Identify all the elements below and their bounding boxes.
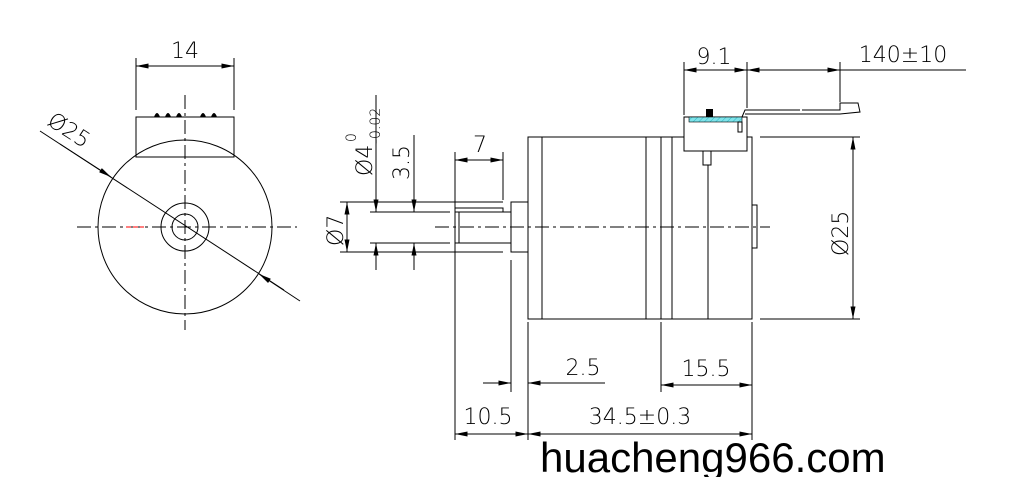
rear-dimension-text: 15.5 — [682, 357, 731, 382]
front-view: 14 Ø25 — [39, 39, 301, 330]
watermark: huacheng966.com — [540, 434, 886, 477]
rear-housing — [671, 136, 753, 320]
lead-wire — [741, 102, 861, 118]
flat-dimension-text: 3.5 — [390, 145, 415, 180]
shaft — [454, 207, 511, 244]
connector-dimension-text: 9.1 — [697, 45, 732, 70]
collar-dimension-text: 2.5 — [566, 356, 601, 381]
connector-housing — [683, 116, 748, 152]
shaft-length-text: 10.5 — [464, 405, 513, 430]
diameter-arrow — [59, 143, 112, 178]
shaft-diameter-text: Ø7 — [324, 215, 349, 246]
connector-pins — [154, 113, 217, 117]
shaft-tolerance-label: Ø4 0 -0.02 — [344, 108, 384, 176]
lead-length-text: 140±10 — [859, 43, 947, 68]
body-length-text: 34.5±0.3 — [589, 405, 691, 430]
motor-body — [527, 136, 673, 320]
connector-latch — [706, 109, 713, 117]
connector-post — [702, 150, 712, 166]
diameter-dimension-text: Ø25 — [43, 108, 95, 154]
shaft-tolerance-main: Ø4 — [353, 145, 378, 176]
rear-bearing-boss — [751, 204, 758, 249]
hatched-pcb — [688, 116, 743, 123]
shaft-tolerance-lower: -0.02 — [368, 108, 384, 144]
connector-tab — [737, 121, 743, 133]
diameter-arrow — [258, 273, 301, 302]
flat-length-text: 7 — [473, 133, 487, 158]
shaft-tolerance-upper: 0 — [344, 133, 360, 142]
width-dimension-text: 14 — [171, 39, 199, 64]
body-diameter-text: Ø25 — [829, 211, 854, 256]
side-view: Ø7 Ø4 0 -0.02 3.5 7 9.1 140±10 Ø25 — [324, 43, 966, 440]
